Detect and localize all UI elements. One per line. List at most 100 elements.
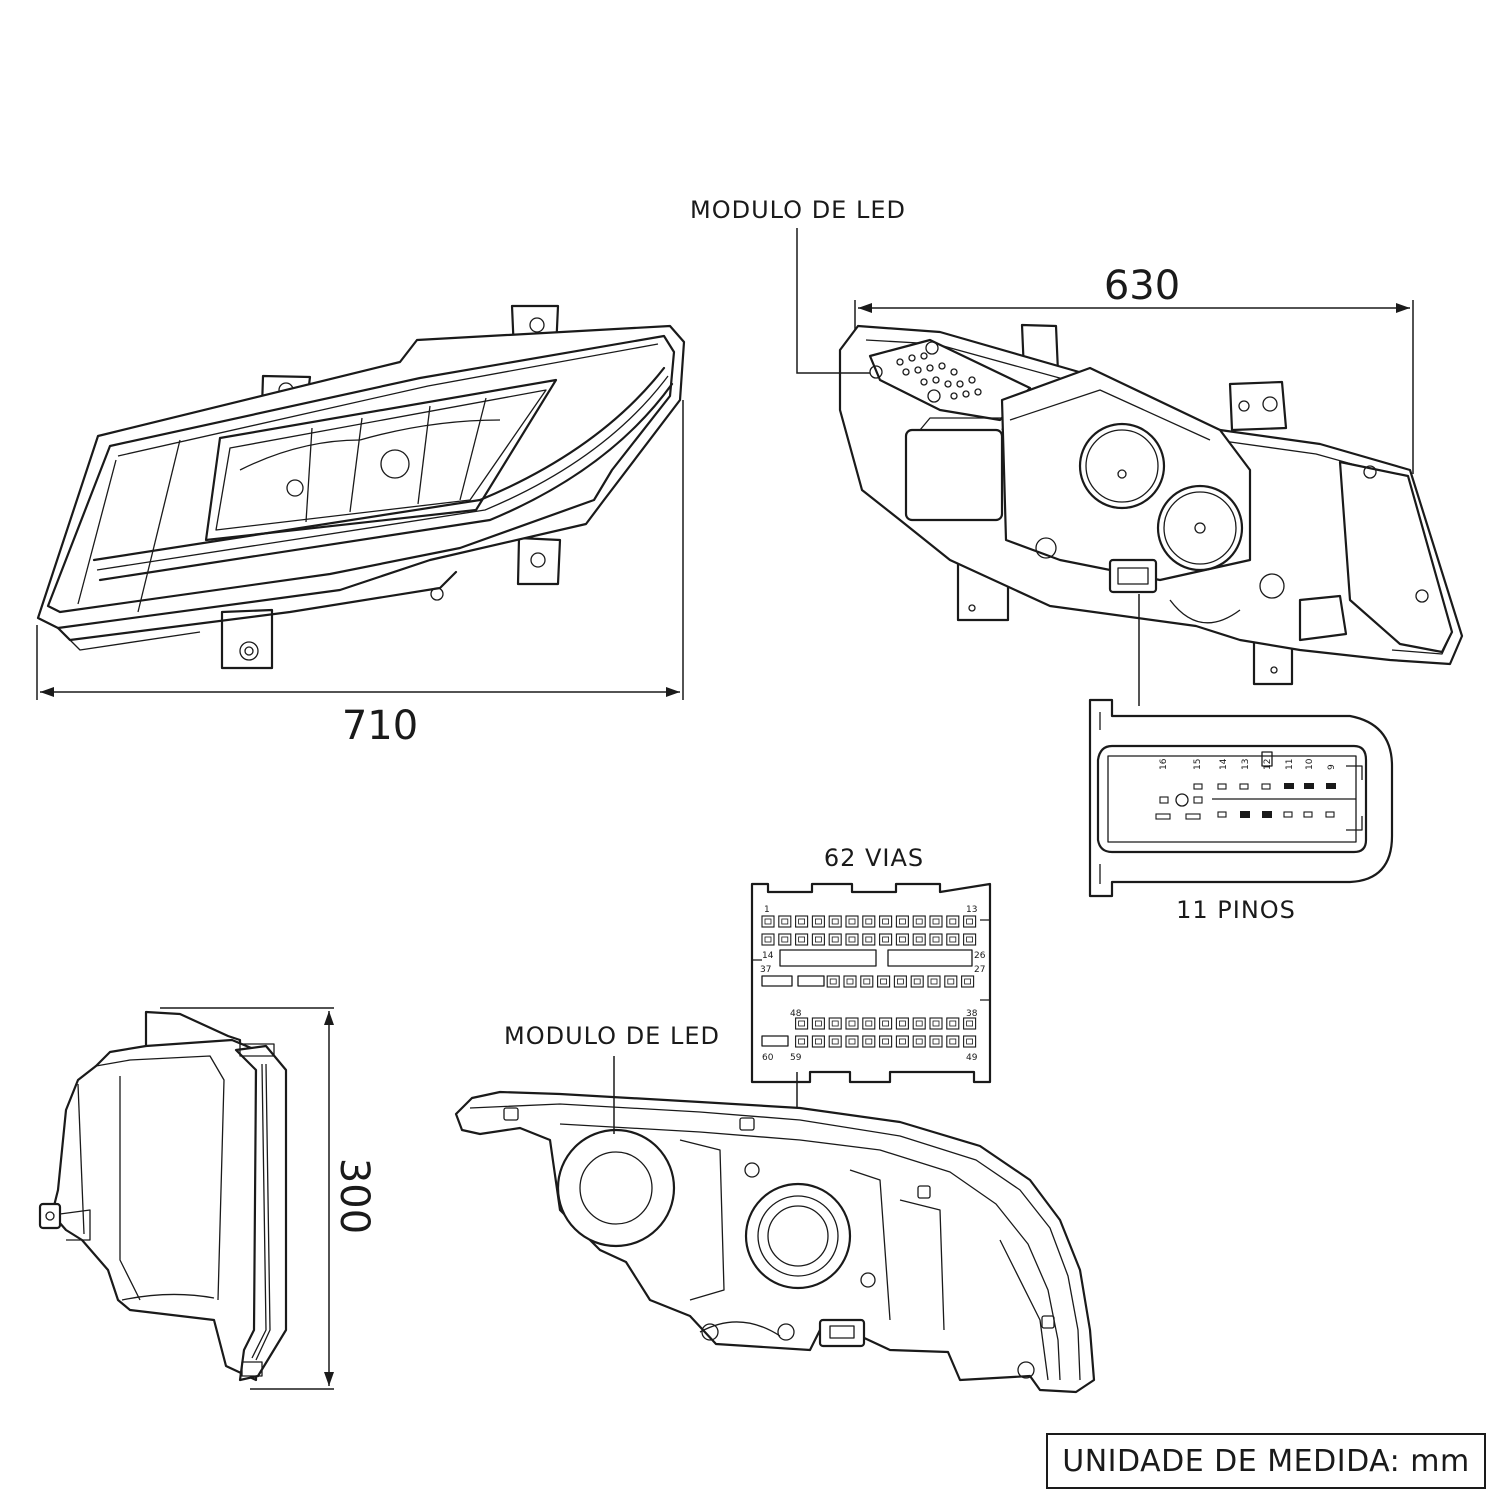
- connector-62-pin: [761, 915, 775, 928]
- connector-62-pin: [862, 915, 876, 928]
- connector-62-pin-socket: [966, 1038, 973, 1045]
- connector-62-pin: [845, 1035, 859, 1048]
- led-module-label-bottom: MODULO DE LED: [504, 1022, 720, 1050]
- c62-label-37: 37: [760, 965, 771, 975]
- connector-62-pin-socket: [815, 936, 822, 943]
- connector-62-pin: [828, 1017, 842, 1030]
- connector-62-pin: [795, 933, 809, 946]
- connector-62-pin-socket: [848, 936, 856, 943]
- connector-62-pin: [879, 915, 893, 928]
- c62-label-26: 26: [974, 951, 986, 961]
- c62-label-48: 48: [790, 1009, 802, 1019]
- connector-62-pin-socket: [880, 978, 887, 985]
- connector-11-pin-labels: 16 15 14 13 12 11 10 9: [1159, 758, 1337, 770]
- connector-62-pin: [845, 1017, 859, 1030]
- connector-62-pin: [828, 1035, 842, 1048]
- connector-62-pin: [795, 1017, 809, 1030]
- pin-label-10: 10: [1305, 758, 1315, 770]
- connector-62-pin-socket: [865, 918, 873, 925]
- connector-62-pin: [912, 933, 926, 946]
- connector-62-pin-socket: [964, 978, 971, 985]
- connector-62-pin-socket: [899, 1038, 906, 1045]
- connector-62-pin: [862, 1017, 876, 1030]
- c62-label-59: 59: [790, 1053, 802, 1063]
- connector-62-pin-socket: [882, 936, 889, 943]
- connector-62-pin: [895, 915, 909, 928]
- connector-62-pin-socket: [897, 978, 904, 985]
- dimension-300-label: 300: [331, 1158, 377, 1234]
- connector-62-pin: [963, 1035, 977, 1048]
- connector-62-pin: [795, 1035, 809, 1048]
- connector-62-pin-socket: [764, 936, 772, 943]
- connector-62-pin: [944, 975, 958, 988]
- connector-62-pin: [795, 915, 809, 928]
- connector-62-pin: [927, 975, 941, 988]
- pin-label-9: 9: [1327, 764, 1337, 770]
- c62-label-38: 38: [966, 1009, 978, 1019]
- connector-62-pin-socket: [831, 936, 839, 943]
- dimension-710-label: 710: [342, 703, 418, 749]
- connector-62-pin: [912, 915, 926, 928]
- connector-62-pin-socket: [932, 936, 940, 943]
- c62-label-49: 49: [966, 1053, 978, 1063]
- connector-62-pin-socket: [966, 936, 973, 943]
- connector-62-pin-socket: [865, 936, 873, 943]
- connector-62-pin-socket: [899, 918, 906, 925]
- connector-62-pin-socket: [899, 1020, 906, 1027]
- connector-62-pin-socket: [798, 936, 805, 943]
- dimension-630-label: 630: [1104, 263, 1180, 309]
- connector-62-pin-socket: [915, 1038, 923, 1045]
- connector-62-pin-socket: [815, 1038, 822, 1045]
- connector-62-pin-socket: [949, 1038, 957, 1045]
- connector-62-pin-socket: [798, 1038, 805, 1045]
- connector-62-pin-socket: [966, 918, 973, 925]
- connector-62-pin-grid: [761, 915, 977, 1048]
- connector-62-pin-socket: [865, 1020, 873, 1027]
- connector-62-pin: [778, 915, 792, 928]
- connector-62-pin: [845, 915, 859, 928]
- c62-label-27: 27: [974, 965, 985, 975]
- pin-label-11: 11: [1285, 759, 1295, 770]
- connector-62-pin: [929, 1035, 943, 1048]
- connector-62-pin-socket: [781, 918, 789, 925]
- connector-62-pin: [879, 1035, 893, 1048]
- pin-label-13: 13: [1241, 759, 1251, 770]
- connector-62-pin: [910, 975, 924, 988]
- connector-62-pin: [946, 933, 960, 946]
- connector-62-pin: [895, 1017, 909, 1030]
- connector-62-pin: [946, 1017, 960, 1030]
- connector-62-label: 62 VIAS: [824, 844, 924, 872]
- connector-62-pin: [963, 915, 977, 928]
- rear-view-headlight: [838, 323, 1464, 686]
- connector-62-pin: [843, 975, 857, 988]
- c62-label-1: 1: [764, 905, 770, 915]
- connector-62-pin-socket: [915, 1020, 923, 1027]
- connector-62-pin: [862, 933, 876, 946]
- connector-62-pin-socket: [863, 978, 871, 985]
- connector-62-pin: [778, 933, 792, 946]
- connector-62-pin-socket: [932, 1020, 940, 1027]
- c62-label-13: 13: [966, 905, 977, 915]
- dimension-710: 710: [36, 400, 684, 749]
- connector-62-pin: [761, 933, 775, 946]
- connector-11-label: 11 PINOS: [1176, 896, 1296, 924]
- connector-62-pin: [862, 1035, 876, 1048]
- pin-label-15: 15: [1193, 759, 1203, 770]
- connector-62-pin-socket: [829, 978, 837, 985]
- connector-62-pin: [828, 933, 842, 946]
- pin-label-16: 16: [1159, 758, 1169, 770]
- dimension-630: 630: [854, 263, 1414, 474]
- connector-62-pin-socket: [949, 1020, 957, 1027]
- connector-62-pin: [912, 1017, 926, 1030]
- connector-62-pin: [929, 933, 943, 946]
- connector-62-pin-socket: [848, 1020, 856, 1027]
- connector-62-pin-socket: [865, 1038, 873, 1045]
- connector-62-pin: [929, 915, 943, 928]
- connector-62-pin: [828, 915, 842, 928]
- connector-62-pin-socket: [932, 1038, 940, 1045]
- connector-11-pinos: 16 15 14 13 12 11 10 9 11 PINOS: [1088, 594, 1394, 924]
- connector-62-pin: [860, 975, 874, 988]
- led-heatsink-pattern: [896, 352, 982, 400]
- pin-label-12: 12: [1263, 759, 1273, 770]
- connector-62-pin-socket: [764, 918, 772, 925]
